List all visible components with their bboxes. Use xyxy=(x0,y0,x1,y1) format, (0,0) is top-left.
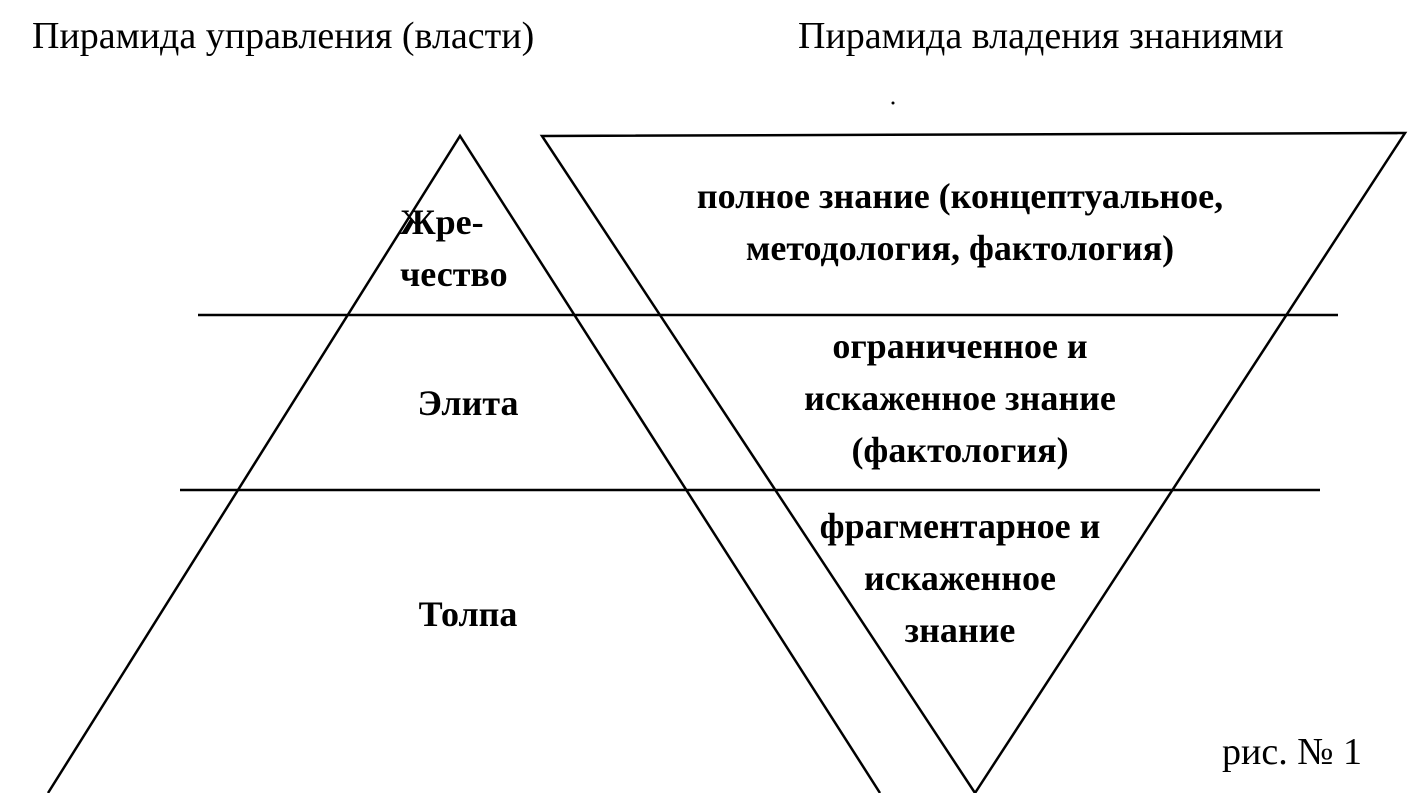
power-level-elite: Элита xyxy=(417,383,519,423)
knowledge-level-limited: ограниченное и искаженное знание (фактол… xyxy=(804,326,1116,470)
scan-speck xyxy=(891,101,895,105)
power-pyramid-outline xyxy=(46,133,882,793)
power-level-priesthood: Жре- чество xyxy=(400,202,508,294)
knowledge-level-fragmentary: фрагментарное и искаженное знание xyxy=(819,506,1101,650)
figure-caption: рис. № 1 xyxy=(1222,731,1362,773)
knowledge-pyramid-outline xyxy=(539,131,1408,793)
knowledge-level-full: полное знание (концептуальное, методолог… xyxy=(696,176,1224,268)
knowledge-pyramid-title: Пирамида владения знаниями xyxy=(798,15,1284,57)
power-pyramid-title: Пирамида управления (власти) xyxy=(32,15,535,57)
power-level-crowd: Толпа xyxy=(418,594,518,634)
